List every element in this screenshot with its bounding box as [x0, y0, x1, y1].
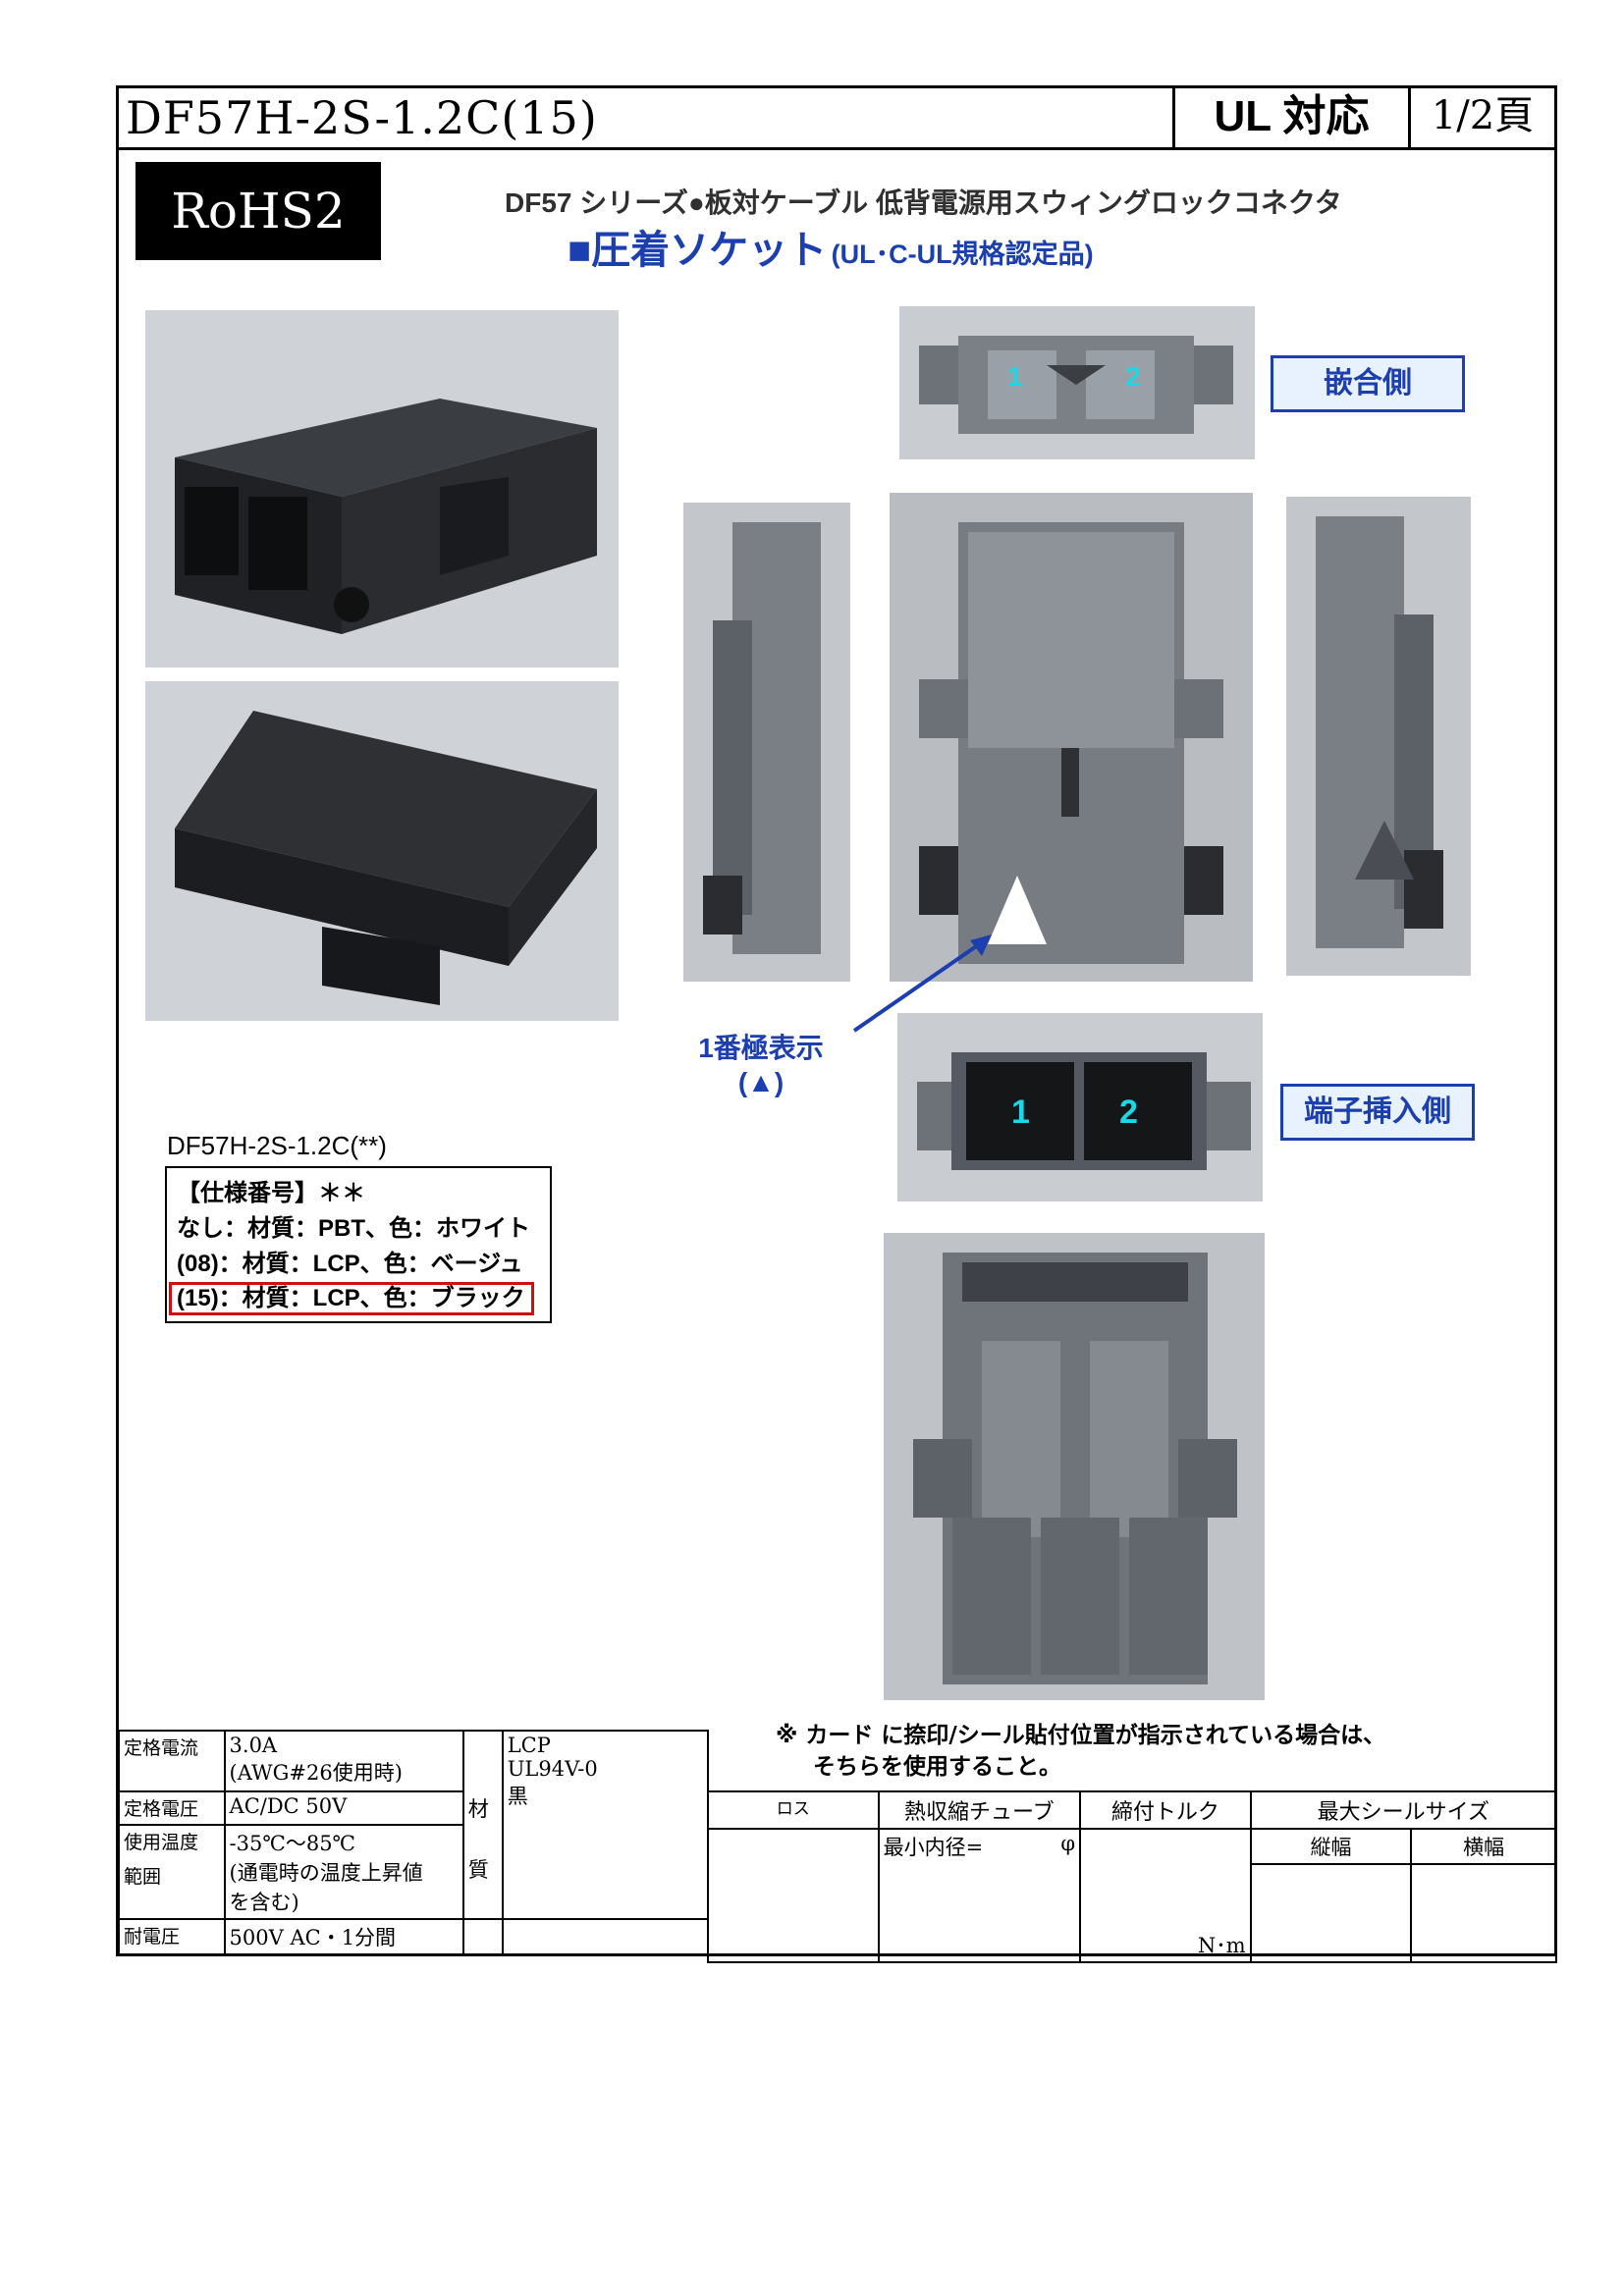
process-table: ロス 熱収縮チューブ 締付トルク 最大シールサイズ 最小内径= φ N･m 縦幅…	[707, 1790, 1558, 1963]
operating-temp-note-2: を含む)	[229, 1891, 299, 1914]
product-type-heading: ■圧着ソケット (UL･C-UL規格認定品)	[568, 218, 1094, 275]
withstand-voltage-value: 500V AC・1分間	[223, 1918, 464, 1955]
terminal-side-label: 端子挿入側	[1280, 1084, 1475, 1141]
pin1-pointer-arrow	[852, 934, 992, 1033]
rated-voltage-value: AC/DC 50V	[223, 1790, 464, 1826]
rated-current-amps: 3.0A	[229, 1734, 278, 1757]
ratings-table: 定格電流 3.0A (AWG#26使用時) LCP UL94V-0 黒 定格電圧…	[118, 1730, 710, 1955]
seal-width-label: 横幅	[1410, 1828, 1557, 1865]
operating-temp-label: 使用温度 範囲	[118, 1824, 226, 1920]
rated-current-awg: (AWG#26使用時)	[229, 1761, 403, 1785]
operating-temp-label-2: 範囲	[124, 1866, 162, 1888]
operating-temp-note-1: (通電時の温度上昇値	[229, 1861, 423, 1885]
terminal-pin-1-number: 1	[1011, 1094, 1030, 1131]
product-sub-label: (UL･C-UL規格認定品)	[831, 240, 1094, 269]
loss-label: ロス	[707, 1790, 880, 1830]
operating-temp-value: -35℃～85℃ (通電時の温度上昇値 を含む)	[223, 1824, 464, 1920]
mating-side-photo	[899, 306, 1255, 459]
terminal-pin-2-number: 2	[1119, 1094, 1138, 1131]
series-description: DF57 シリーズ●板対ケーブル 低背電源用スウィングロックコネクタ	[505, 187, 1342, 218]
ul-compliance-label: UL 対応	[1172, 85, 1408, 147]
operating-temp-range: -35℃～85℃	[229, 1832, 356, 1855]
material-flammability: UL94V-0	[507, 1757, 598, 1781]
bottom-view-photo	[884, 1233, 1265, 1700]
material-label-2: 質	[461, 1825, 504, 1920]
part-number-title: DF57H-2S-1.2C(15)	[126, 91, 598, 144]
material-label-1: 材	[461, 1791, 504, 1825]
pin1-indicator-label: 1番極表示 (▲)	[677, 1031, 844, 1099]
side-view-right-photo	[1286, 497, 1471, 976]
rated-voltage-label: 定格電圧	[118, 1790, 226, 1826]
top-view-photo	[890, 493, 1253, 982]
terminal-side-photo	[897, 1013, 1263, 1201]
heat-shrink-tube-label: 熱収縮チューブ	[877, 1790, 1082, 1830]
spec-code-box: 【仕様番号】＊＊ なし：材質：PBT、色：ホワイト (08)：材質：LCP、色：…	[165, 1166, 552, 1323]
material-color: 黒	[507, 1785, 528, 1808]
tube-min-label: 最小内径=	[883, 1836, 984, 1859]
rohs-badge: RoHS2	[135, 162, 381, 260]
spec-code-row: なし：材質：PBT、色：ホワイト	[177, 1215, 530, 1242]
max-seal-size-label: 最大シールサイズ	[1249, 1790, 1558, 1830]
page-indicator: 1/2頁	[1408, 85, 1554, 147]
spec-code-row: (08)：材質：LCP、色：ベージュ	[177, 1251, 523, 1277]
marking-note-line1: ※ カード に捺印/シール貼付位置が指示されている場合は、	[776, 1723, 1386, 1748]
connector-photo-iso-1	[145, 310, 619, 667]
marking-note: ※ カード に捺印/シール貼付位置が指示されている場合は、 そちらを使用すること…	[776, 1720, 1385, 1783]
mating-pin-1-number: 1	[1007, 361, 1023, 392]
rated-current-value: 3.0A (AWG#26使用時)	[223, 1730, 464, 1792]
connector-photo-iso-2	[145, 681, 619, 1021]
marking-note-line2: そちらを使用すること。	[813, 1754, 1061, 1780]
mating-side-label: 嵌合側	[1271, 355, 1465, 412]
product-main-label: ■圧着ソケット	[568, 229, 828, 272]
side-view-left-photo	[683, 503, 850, 982]
pin1-indicator-text: 1番極表示	[698, 1033, 824, 1063]
spec-code-title: 【仕様番号】＊＊	[177, 1180, 365, 1206]
operating-temp-label-1: 使用温度	[124, 1832, 199, 1853]
header-bar: DF57H-2S-1.2C(15) UL 対応 1/2頁	[116, 85, 1557, 150]
rated-current-label: 定格電流	[118, 1730, 226, 1792]
spec-code-row-highlighted: (15)：材質：LCP、色：ブラック	[169, 1282, 534, 1315]
withstand-voltage-label: 耐電圧	[118, 1918, 226, 1955]
material-resin: LCP	[507, 1734, 551, 1757]
seal-height-label: 縦幅	[1249, 1828, 1413, 1865]
pin1-indicator-symbol: (▲)	[737, 1067, 785, 1097]
torque-unit: N･m	[1197, 1934, 1246, 1957]
material-cell-top: LCP UL94V-0 黒	[501, 1730, 710, 1825]
tube-min-inner-diameter: 最小内径= φ	[877, 1828, 1082, 1963]
mating-pin-2-number: 2	[1125, 361, 1141, 392]
tube-diameter-unit: φ	[1060, 1832, 1076, 1855]
part-number-template: DF57H-2S-1.2C(**)	[167, 1131, 387, 1160]
torque-value-cell: N･m	[1079, 1828, 1252, 1963]
tightening-torque-label: 締付トルク	[1079, 1790, 1252, 1830]
